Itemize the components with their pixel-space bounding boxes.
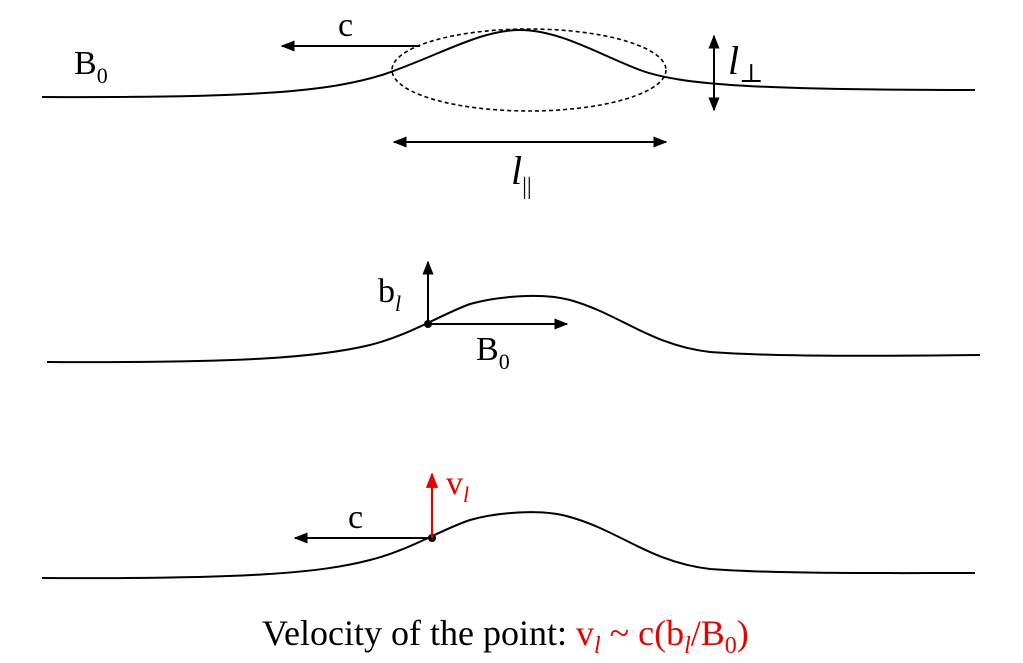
par-scale-label: l|| (511, 148, 532, 200)
field-line-bottom (41, 511, 976, 580)
panel-top: c B0 l⊥ l|| (41, 7, 976, 200)
velocity-label: vl (446, 465, 469, 507)
b-perturbation-label: bl (378, 273, 401, 316)
perp-scale-label: l⊥ (728, 38, 764, 88)
wave-packet-ellipse (391, 28, 667, 112)
b0-field-label: B0 (476, 331, 510, 374)
speed-label-bottom: c (348, 499, 363, 536)
panel-mid: bl B0 (46, 260, 981, 374)
caption: Velocity of the point: vl ~ c(bl/B0) (262, 613, 749, 659)
field-line-mid (46, 294, 981, 364)
speed-label-top: c (338, 7, 353, 44)
panel-bottom: c vl (41, 465, 976, 580)
field-label-top: B0 (74, 45, 108, 88)
field-line-top (41, 28, 976, 99)
